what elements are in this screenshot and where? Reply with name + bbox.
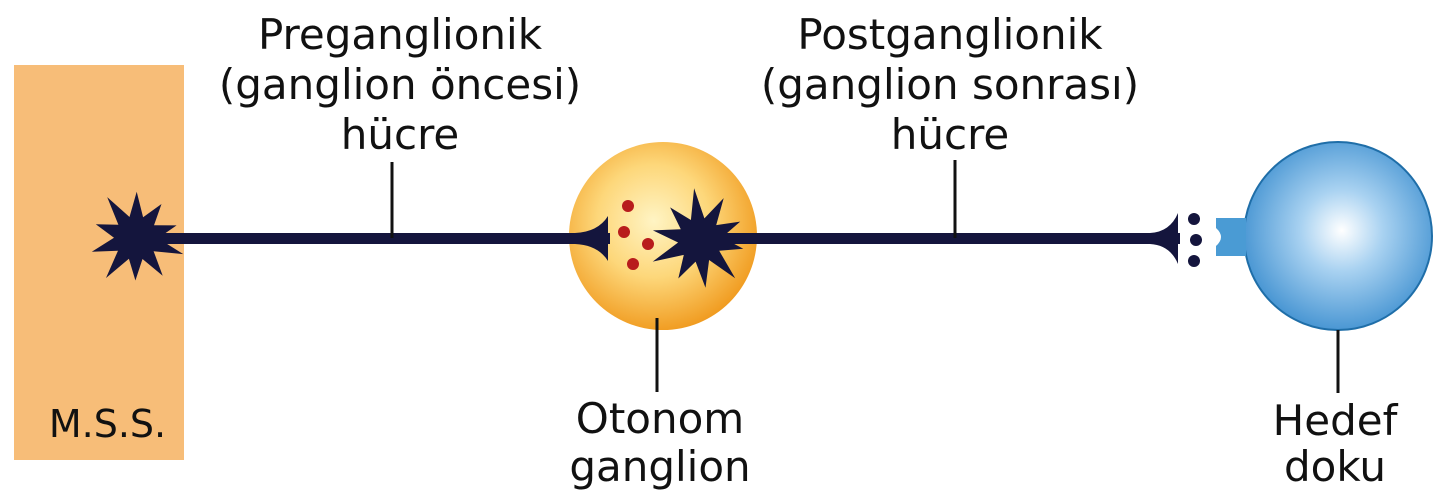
cns-block — [14, 65, 184, 460]
target-label: Hedef doku — [1235, 400, 1435, 492]
receptor — [1216, 218, 1246, 256]
preganglionic-label: Preganglionik (ganglion öncesi) hücre — [200, 14, 600, 164]
vesicle — [1188, 213, 1200, 225]
target-label-line-2: doku — [1235, 446, 1435, 492]
ganglion-label-line-2: ganglion — [540, 446, 780, 494]
postganglionic-label-line-2: (ganglion sonrası) — [740, 64, 1160, 114]
target-label-line-1: Hedef — [1235, 400, 1435, 446]
ganglion-label-line-1: Otonom — [540, 398, 780, 446]
postganglionic-axon — [715, 233, 1180, 244]
postganglionic-label-line-1: Postganglionik — [740, 14, 1160, 64]
ganglion-label: Otonom ganglion — [540, 398, 780, 494]
cns-label: M.S.S. — [20, 405, 195, 443]
vesicle — [1188, 255, 1200, 267]
postganglionic-label: Postganglionik (ganglion sonrası) hücre — [740, 14, 1160, 164]
preganglionic-axon — [150, 233, 610, 244]
target-tissue — [1244, 142, 1432, 330]
vesicle — [1190, 234, 1202, 246]
preganglionic-label-line-2: (ganglion öncesi) — [200, 64, 600, 114]
vesicle — [642, 238, 654, 250]
postganglionic-label-line-3: hücre — [740, 114, 1160, 164]
vesicle — [627, 258, 639, 270]
vesicle — [622, 200, 634, 212]
vesicle — [618, 226, 630, 238]
preganglionic-label-line-3: hücre — [200, 114, 600, 164]
preganglionic-label-line-1: Preganglionik — [200, 14, 600, 64]
postganglionic-terminal — [1150, 213, 1178, 264]
